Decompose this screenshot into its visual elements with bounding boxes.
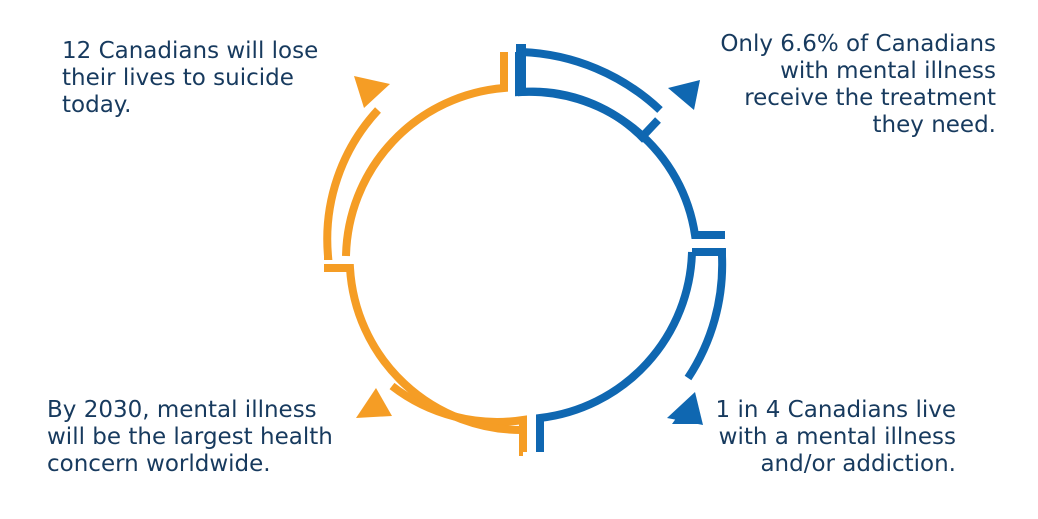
arrow-icon-top-right (668, 80, 700, 110)
stat-line: receive the treatment (744, 85, 996, 111)
cycle-segment-top-right (515, 44, 725, 239)
stat-suicide: 12 Canadians will lose their lives to su… (62, 38, 318, 119)
stat-line: 1 in 4 Canadians live (715, 397, 957, 423)
stat-line: they need. (872, 112, 996, 138)
stat-line: with mental illness (780, 58, 996, 84)
stat-line: Only 6.6% of Canadians (720, 31, 996, 57)
stat-line: with a mental illness (718, 424, 956, 450)
cycle-segment-top-left (323, 52, 508, 260)
stat-line: By 2030, mental illness (47, 397, 317, 423)
stat-line: 12 Canadians will lose (62, 38, 319, 64)
arrow-icon-bottom-left (356, 388, 392, 418)
cycle-segment-bottom-right (536, 248, 727, 452)
stat-prevalence: 1 in 4 Canadians live with a mental illn… (716, 397, 957, 478)
stat-treatment: Only 6.6% of Canadians with mental illne… (720, 31, 996, 139)
stat-line: will be the largest health (47, 424, 333, 450)
stat-line: their lives to suicide (62, 65, 294, 91)
stat-line: today. (62, 92, 132, 118)
stat-line: concern worldwide. (47, 451, 271, 477)
arrow-icon-top-left (354, 76, 390, 108)
stat-2030-concern: By 2030, mental illness will be the larg… (47, 397, 333, 478)
cycle-segment-bottom-left (324, 264, 527, 456)
stat-line: and/or addiction. (760, 451, 956, 477)
